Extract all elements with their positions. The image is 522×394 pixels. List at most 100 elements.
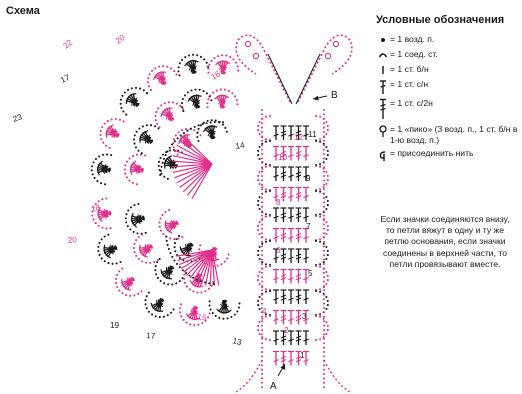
legend-item: = 1 ст. б/н (376, 64, 522, 76)
chain-dot (207, 316, 209, 318)
chain-dot (265, 191, 267, 193)
chain-dot (327, 229, 329, 231)
chain-dot (104, 183, 106, 185)
chain-dot (189, 323, 191, 325)
chain-dot (259, 208, 261, 210)
chain-dot (315, 265, 317, 267)
chain-dot (143, 89, 145, 91)
chain-dot (135, 146, 137, 148)
chain-dot (148, 292, 150, 294)
chain-dot (269, 240, 271, 242)
chain-dot (230, 316, 232, 318)
chain-dot (325, 221, 327, 223)
chain-dot (95, 158, 97, 160)
chain-dot (220, 89, 222, 91)
chain-dot (162, 65, 164, 67)
chain-dot (181, 102, 183, 104)
chain-dot (188, 274, 190, 276)
chain-dot (261, 113, 263, 115)
chain-dot (261, 355, 263, 357)
chain-dot (159, 174, 161, 176)
chain-dot (325, 171, 327, 173)
chain-dot (261, 201, 263, 203)
chain-dot (120, 103, 122, 105)
chain-dot (259, 246, 261, 248)
chain-dot (101, 126, 103, 128)
row-number-label: 8 (276, 198, 281, 207)
chain-dot (207, 67, 209, 69)
chain-dot (259, 321, 261, 323)
chain-dot (218, 317, 220, 319)
chain-dot (177, 137, 179, 139)
chain-dot (261, 377, 263, 379)
chain-dot (98, 200, 100, 202)
chain-dot (323, 272, 325, 274)
chain-dot (129, 180, 131, 182)
chain-dot (168, 209, 170, 211)
chain-dot (228, 90, 230, 92)
chain-dot (111, 263, 113, 265)
chain-dot (261, 144, 263, 146)
chain-dot (206, 92, 208, 94)
legend-item-text: = 1 ст. с/н (390, 79, 522, 90)
chain-dot (116, 274, 118, 276)
chain-dot (162, 154, 164, 156)
chain-dot (148, 311, 150, 313)
chain-dot (261, 140, 263, 142)
chain-dot (155, 119, 157, 121)
chain-dot (261, 179, 263, 181)
chain-dot (217, 55, 219, 57)
chain-dot (144, 299, 146, 301)
chain-dot (269, 265, 271, 267)
chain-dot (163, 282, 165, 284)
chain-dot (100, 182, 102, 184)
chain-dot (323, 184, 325, 186)
chain-dot (315, 140, 317, 142)
chain-dot (208, 282, 210, 284)
chain-dot (221, 54, 223, 56)
chain-dot (118, 289, 120, 291)
chain-dot (176, 103, 178, 105)
stitch-mark (184, 135, 190, 136)
chain-dot (200, 280, 202, 282)
chain-dot (236, 99, 238, 101)
chain-dot (158, 161, 160, 163)
row-number-label: 19 (110, 321, 120, 330)
chain-dot (232, 58, 234, 60)
chain-dot (97, 246, 99, 248)
chain-dot (120, 99, 122, 101)
chain-dot (220, 263, 222, 265)
chain-dot (133, 247, 135, 249)
chain-dot (122, 111, 124, 113)
picot-mark (253, 53, 258, 58)
chain-dot (269, 115, 271, 117)
chain-dot (171, 256, 173, 258)
chain-dot (261, 131, 263, 133)
chain-dot (133, 251, 135, 253)
chain-dot (261, 186, 263, 188)
chain-dot (261, 318, 263, 320)
chain-dot (226, 131, 228, 133)
chain-dot (107, 234, 109, 236)
chain-dot (327, 279, 329, 281)
chain-dot (193, 129, 195, 131)
chain-dot (181, 129, 183, 131)
chain-dot (137, 203, 139, 205)
chain-dot (319, 291, 321, 293)
chain-dot (323, 373, 325, 375)
chain-dot (224, 261, 226, 263)
chain-dot (153, 261, 155, 263)
chain-dot (238, 302, 240, 304)
chain-dot (261, 316, 263, 318)
stitch-mark (192, 66, 197, 67)
chain-dot (257, 300, 259, 302)
chain-dot (105, 145, 107, 147)
legend-title: Условные обозначения (376, 14, 522, 26)
chain-dot (323, 364, 325, 366)
chain-dot (261, 175, 263, 177)
chain-dot (175, 238, 177, 240)
chain-dot (323, 316, 325, 318)
stitch-mark (183, 164, 212, 192)
chain-dot (237, 70, 239, 72)
chain-dot (181, 106, 183, 108)
